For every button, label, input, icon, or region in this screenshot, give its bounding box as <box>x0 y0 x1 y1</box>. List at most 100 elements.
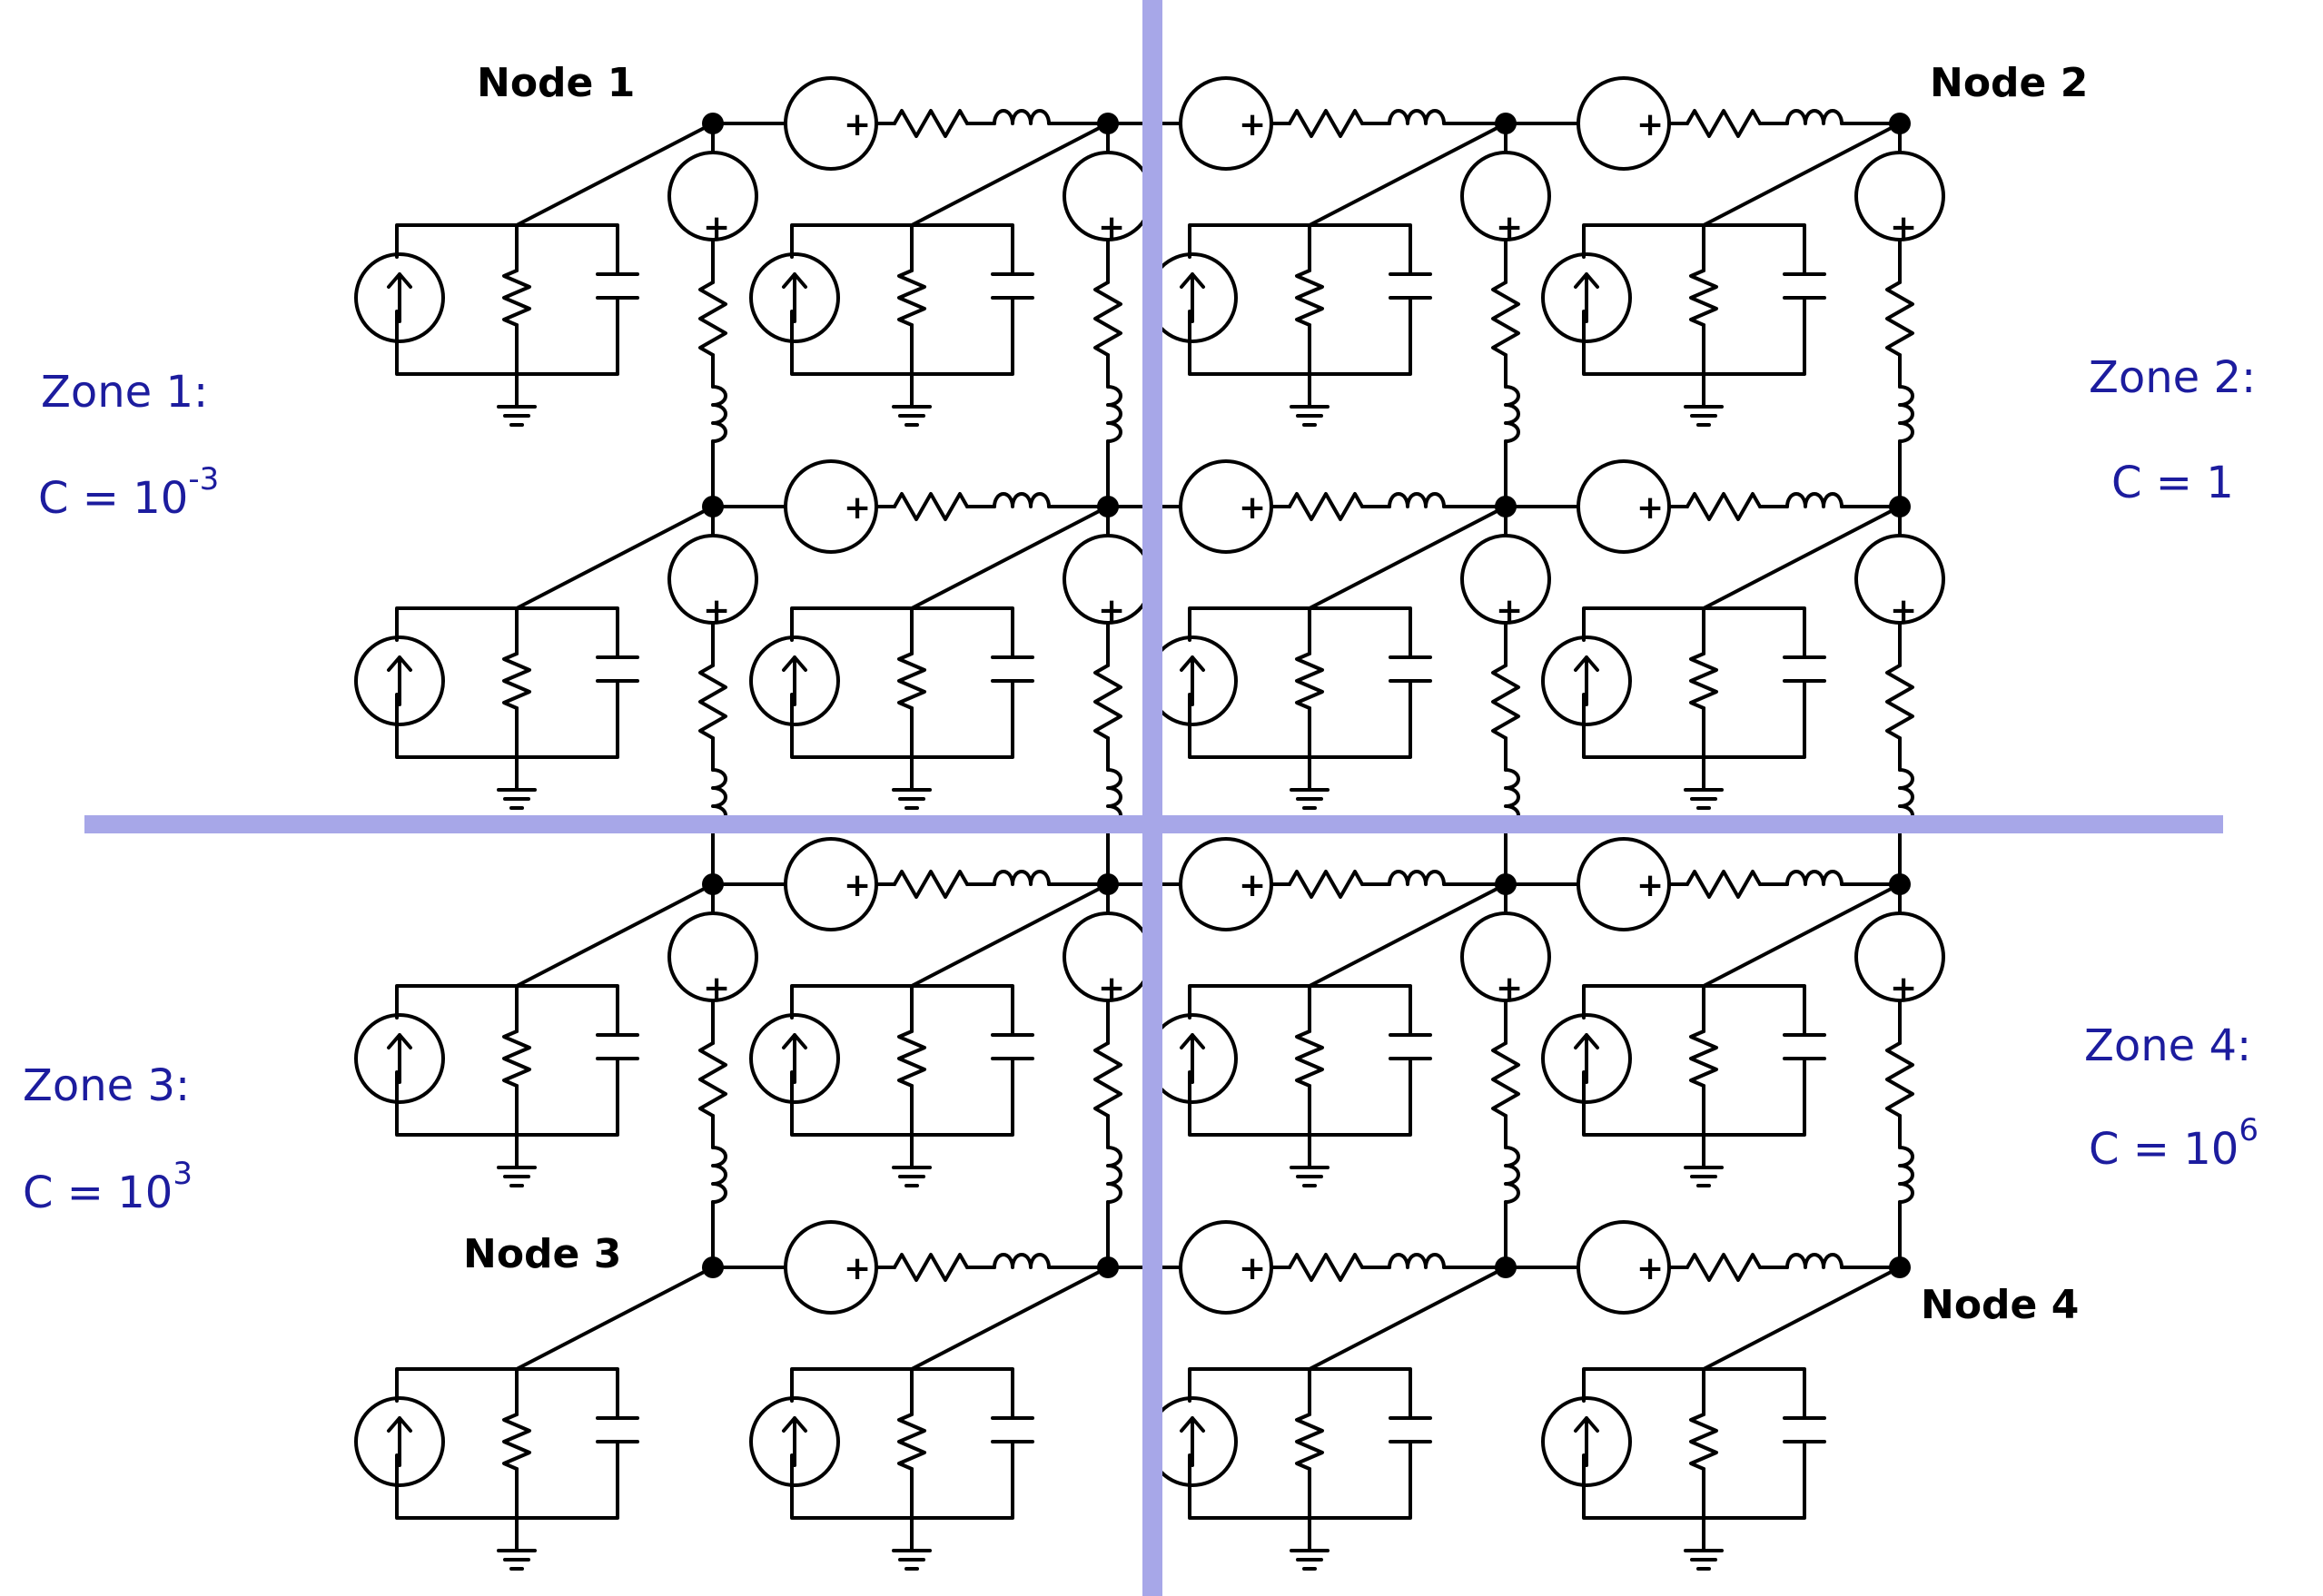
shunt-bottom-wire <box>1188 1057 1412 1137</box>
junction-dot <box>1097 496 1119 517</box>
arrow-up-icon <box>387 1416 412 1467</box>
shunt-bottom-wire <box>1582 296 1806 376</box>
arrow-up-icon <box>1180 1033 1205 1084</box>
arrow-up-icon <box>1574 1033 1599 1084</box>
vertical-branch: + <box>1460 882 1551 1269</box>
resistor-icon <box>893 870 969 899</box>
shunt-feed-wire <box>1702 882 1902 988</box>
junction-dot <box>702 113 724 134</box>
shunt-top-wire <box>395 1367 619 1420</box>
horizontal-branch: + <box>1106 837 1505 931</box>
inductor-icon <box>1388 870 1446 886</box>
zone-3-capacitance: C = 103 <box>23 1156 193 1218</box>
shunt-top-wire <box>790 606 1014 659</box>
inductor-icon <box>1504 385 1520 443</box>
inductor-icon <box>993 109 1051 125</box>
inductor-icon <box>1898 1146 1914 1204</box>
shunt-feed-wire <box>515 1266 715 1371</box>
current-source <box>1541 252 1632 343</box>
grid-cell: ++ <box>354 837 1110 1269</box>
horizontal-branch: + <box>1504 837 1903 931</box>
arrow-up-icon <box>1180 1416 1205 1467</box>
inductor-icon <box>1388 492 1446 508</box>
current-source <box>1541 1013 1632 1104</box>
inductor-icon <box>711 1146 727 1204</box>
shunt-feed-wire <box>515 122 715 227</box>
current-source <box>354 252 445 343</box>
junction-dot <box>1495 113 1517 134</box>
voltage-source-plus: + <box>844 1250 871 1287</box>
resistor-icon <box>1685 870 1762 899</box>
grid-cell: + <box>354 1220 1110 1571</box>
resistor-icon <box>1885 1041 1914 1118</box>
resistor-icon <box>1295 652 1324 710</box>
arrow-up-icon <box>1574 655 1599 706</box>
shunt-top-wire <box>1188 606 1412 659</box>
resistor-icon <box>1295 1030 1324 1088</box>
shunt-top-wire <box>1582 223 1806 276</box>
resistor-icon <box>1685 1253 1762 1282</box>
junction-dot <box>1495 496 1517 517</box>
horizontal-branch: + <box>1106 459 1505 554</box>
voltage-source-plus: + <box>844 489 871 527</box>
node-1-label: Node 1 <box>477 60 635 106</box>
grid-cell: ++ <box>354 459 1110 892</box>
grid-cell: + <box>1541 505 1945 892</box>
resistor-icon <box>1288 1253 1364 1282</box>
shunt-feed-wire <box>910 1266 1110 1371</box>
grid-cell: ++ <box>354 76 1110 508</box>
shunt-bottom-wire <box>395 679 619 759</box>
vertical-branch: + <box>667 882 758 1269</box>
junction-dot <box>702 1256 724 1278</box>
shunt-feed-wire <box>515 882 715 988</box>
resistor-icon <box>1288 870 1364 899</box>
voltage-source-plus: + <box>703 970 730 1007</box>
voltage-source-plus: + <box>1636 106 1664 143</box>
zone-divider-vertical <box>1142 0 1162 1596</box>
horizontal-branch: + <box>1504 1220 1903 1315</box>
shunt-bottom-wire <box>395 296 619 376</box>
shunt-top-wire <box>1188 223 1412 276</box>
junction-dot <box>1495 1256 1517 1278</box>
voltage-source-plus: + <box>1239 106 1266 143</box>
inductor-icon <box>1898 385 1914 443</box>
arrow-up-icon <box>387 655 412 706</box>
resistor-icon <box>897 269 926 327</box>
inductor-icon <box>993 492 1051 508</box>
resistor-icon <box>1491 664 1520 740</box>
resistor-icon <box>1093 1041 1122 1118</box>
current-source <box>354 635 445 726</box>
current-source <box>749 1013 840 1104</box>
resistor-icon <box>1491 281 1520 357</box>
shunt-bottom-wire <box>395 1057 619 1137</box>
shunt-feed-wire <box>1308 1266 1507 1371</box>
zone-3-label: Zone 3: C = 103 <box>23 1060 193 1218</box>
horizontal-branch: + <box>1106 1220 1505 1315</box>
voltage-source-plus: + <box>1636 489 1664 527</box>
zone-1-label: Zone 1: C = 10-3 <box>38 367 219 524</box>
shunt-top-wire <box>790 984 1014 1037</box>
shunt-top-wire <box>1582 1367 1806 1420</box>
resistor-icon <box>502 652 531 710</box>
shunt-feed-wire <box>910 505 1110 610</box>
current-source <box>354 1396 445 1487</box>
resistor-icon <box>1689 1413 1718 1471</box>
inductor-icon <box>1106 1146 1122 1204</box>
horizontal-branch: + <box>1106 76 1505 171</box>
inductor-icon <box>993 870 1051 886</box>
junction-dot <box>1097 113 1119 134</box>
grid-cell: + <box>749 1220 1505 1571</box>
voltage-source-plus: + <box>1239 867 1266 904</box>
zone-4-title: Zone 4: <box>2084 1020 2251 1071</box>
shunt-top-wire <box>395 223 619 276</box>
zone-divider-horizontal <box>84 815 2223 833</box>
current-source <box>1541 635 1632 726</box>
vertical-branch: + <box>1063 122 1153 508</box>
shunt-feed-wire <box>910 122 1110 227</box>
voltage-source-plus: + <box>1098 592 1125 629</box>
inductor-icon <box>1785 870 1844 886</box>
shunt-feed-wire <box>1308 882 1507 988</box>
junction-dot <box>1889 1256 1911 1278</box>
voltage-source-plus: + <box>1239 489 1266 527</box>
